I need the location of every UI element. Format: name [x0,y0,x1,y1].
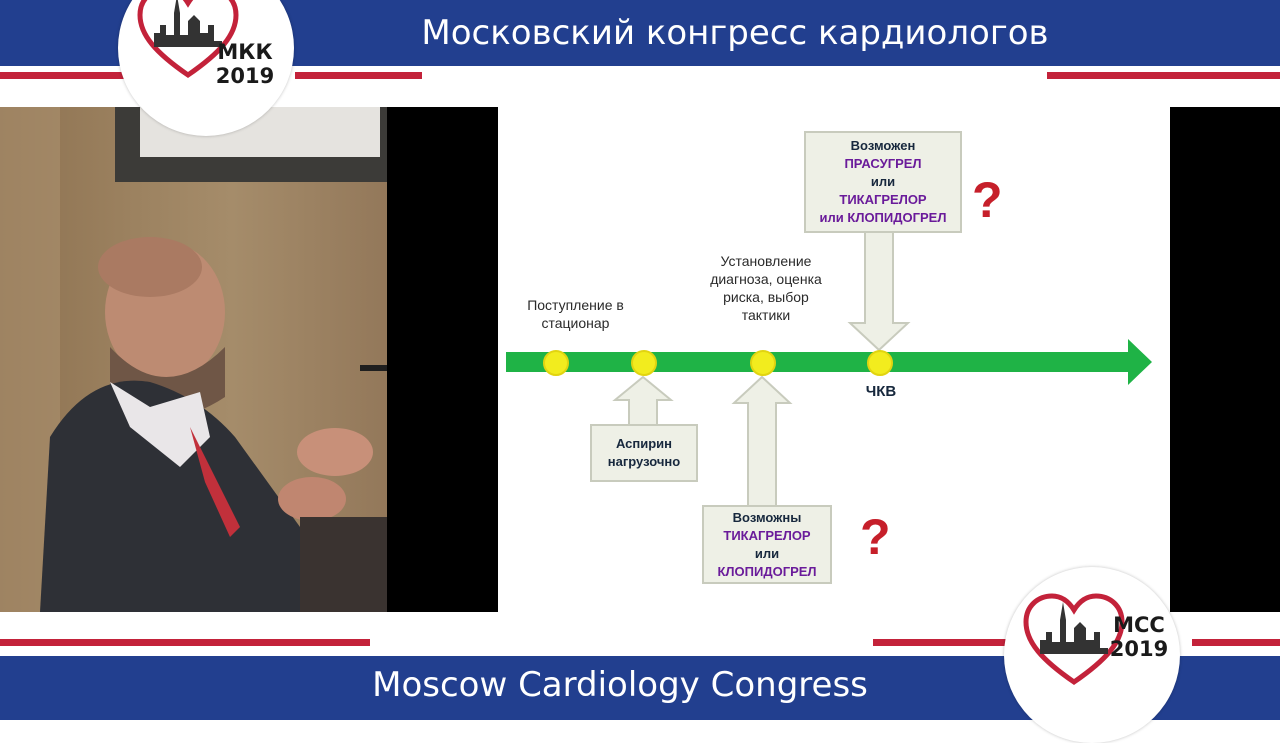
footer-title: Moscow Cardiology Congress [372,665,868,705]
logo-mcc-line1: MCC [1113,613,1165,637]
speaker-video [0,107,387,612]
timeline-arrow [506,339,1152,385]
video-letterbox-left [387,107,498,612]
timeline-point-diagnosis [750,350,776,376]
question-mark-bottom: ? [860,509,891,565]
timeline-point-aspirin [631,350,657,376]
footer-stripe-mid [873,639,1010,646]
box-prasugrel-options: Возможен ПРАСУГРЕЛ или ТИКАГРЕЛОР или КЛ… [804,131,962,233]
header-stripe-mid [295,72,422,79]
logo-mkk: МКК 2019 [118,0,294,136]
box-top-line2: ПРАСУГРЕЛ [844,156,922,171]
arrow-from-top-box [847,231,911,352]
box-top-line5: или КЛОПИДОГРЕЛ [819,210,947,225]
footer-stripe-left [0,639,370,646]
label-diagnosis: Установление диагноза, оценка риска, выб… [710,253,822,323]
footer-stripe-right [1192,639,1280,646]
box-ticagrelor-options: Возможны ТИКАГРЕЛОР или КЛОПИДОГРЕЛ [702,505,832,584]
timeline-point-pci [867,350,893,376]
speaker-image [0,107,387,612]
heart-city-icon [137,0,239,79]
logo-mkk-line2: 2019 [215,64,275,88]
box-top-line4: ТИКАГРЕЛОР [839,192,927,207]
logo-mcc-line2: 2019 [1109,637,1169,661]
video-letterbox-right [1170,107,1280,612]
timeline-point-admission [543,350,569,376]
box-bottom-line3: или [754,545,780,561]
logo-mkk-line1: МКК [217,40,273,64]
heart-city-icon [1023,593,1125,686]
logo-mcc: MCC 2019 [1004,567,1180,743]
box-aspirin-loading: Аспирин нагрузочно [590,424,698,482]
header-title: Московский конгресс кардиологов [421,13,1049,53]
box-bottom-line4: КЛОПИДОГРЕЛ [717,563,817,579]
box-top-line3: или [870,174,896,189]
question-mark-top: ? [972,172,1003,228]
box-aspirin-line1: Аспирин [615,436,673,451]
box-bottom-line1: Возможны [732,509,802,525]
timeline-graphics [506,231,1152,508]
arrow-from-bottom-box [731,375,793,508]
header-stripe-left [0,72,140,79]
arrow-from-aspirin-box [612,375,674,426]
presentation-slide: Поступление в стационар Установление диа… [498,107,1170,612]
box-bottom-line2: ТИКАГРЕЛОР [723,527,811,543]
box-aspirin-line2: нагрузочно [607,454,681,469]
label-pci: ЧКВ [865,383,897,400]
box-top-line1: Возможен [850,138,916,153]
header-stripe-right [1047,72,1280,79]
label-admission: Поступление в стационар [527,297,624,331]
